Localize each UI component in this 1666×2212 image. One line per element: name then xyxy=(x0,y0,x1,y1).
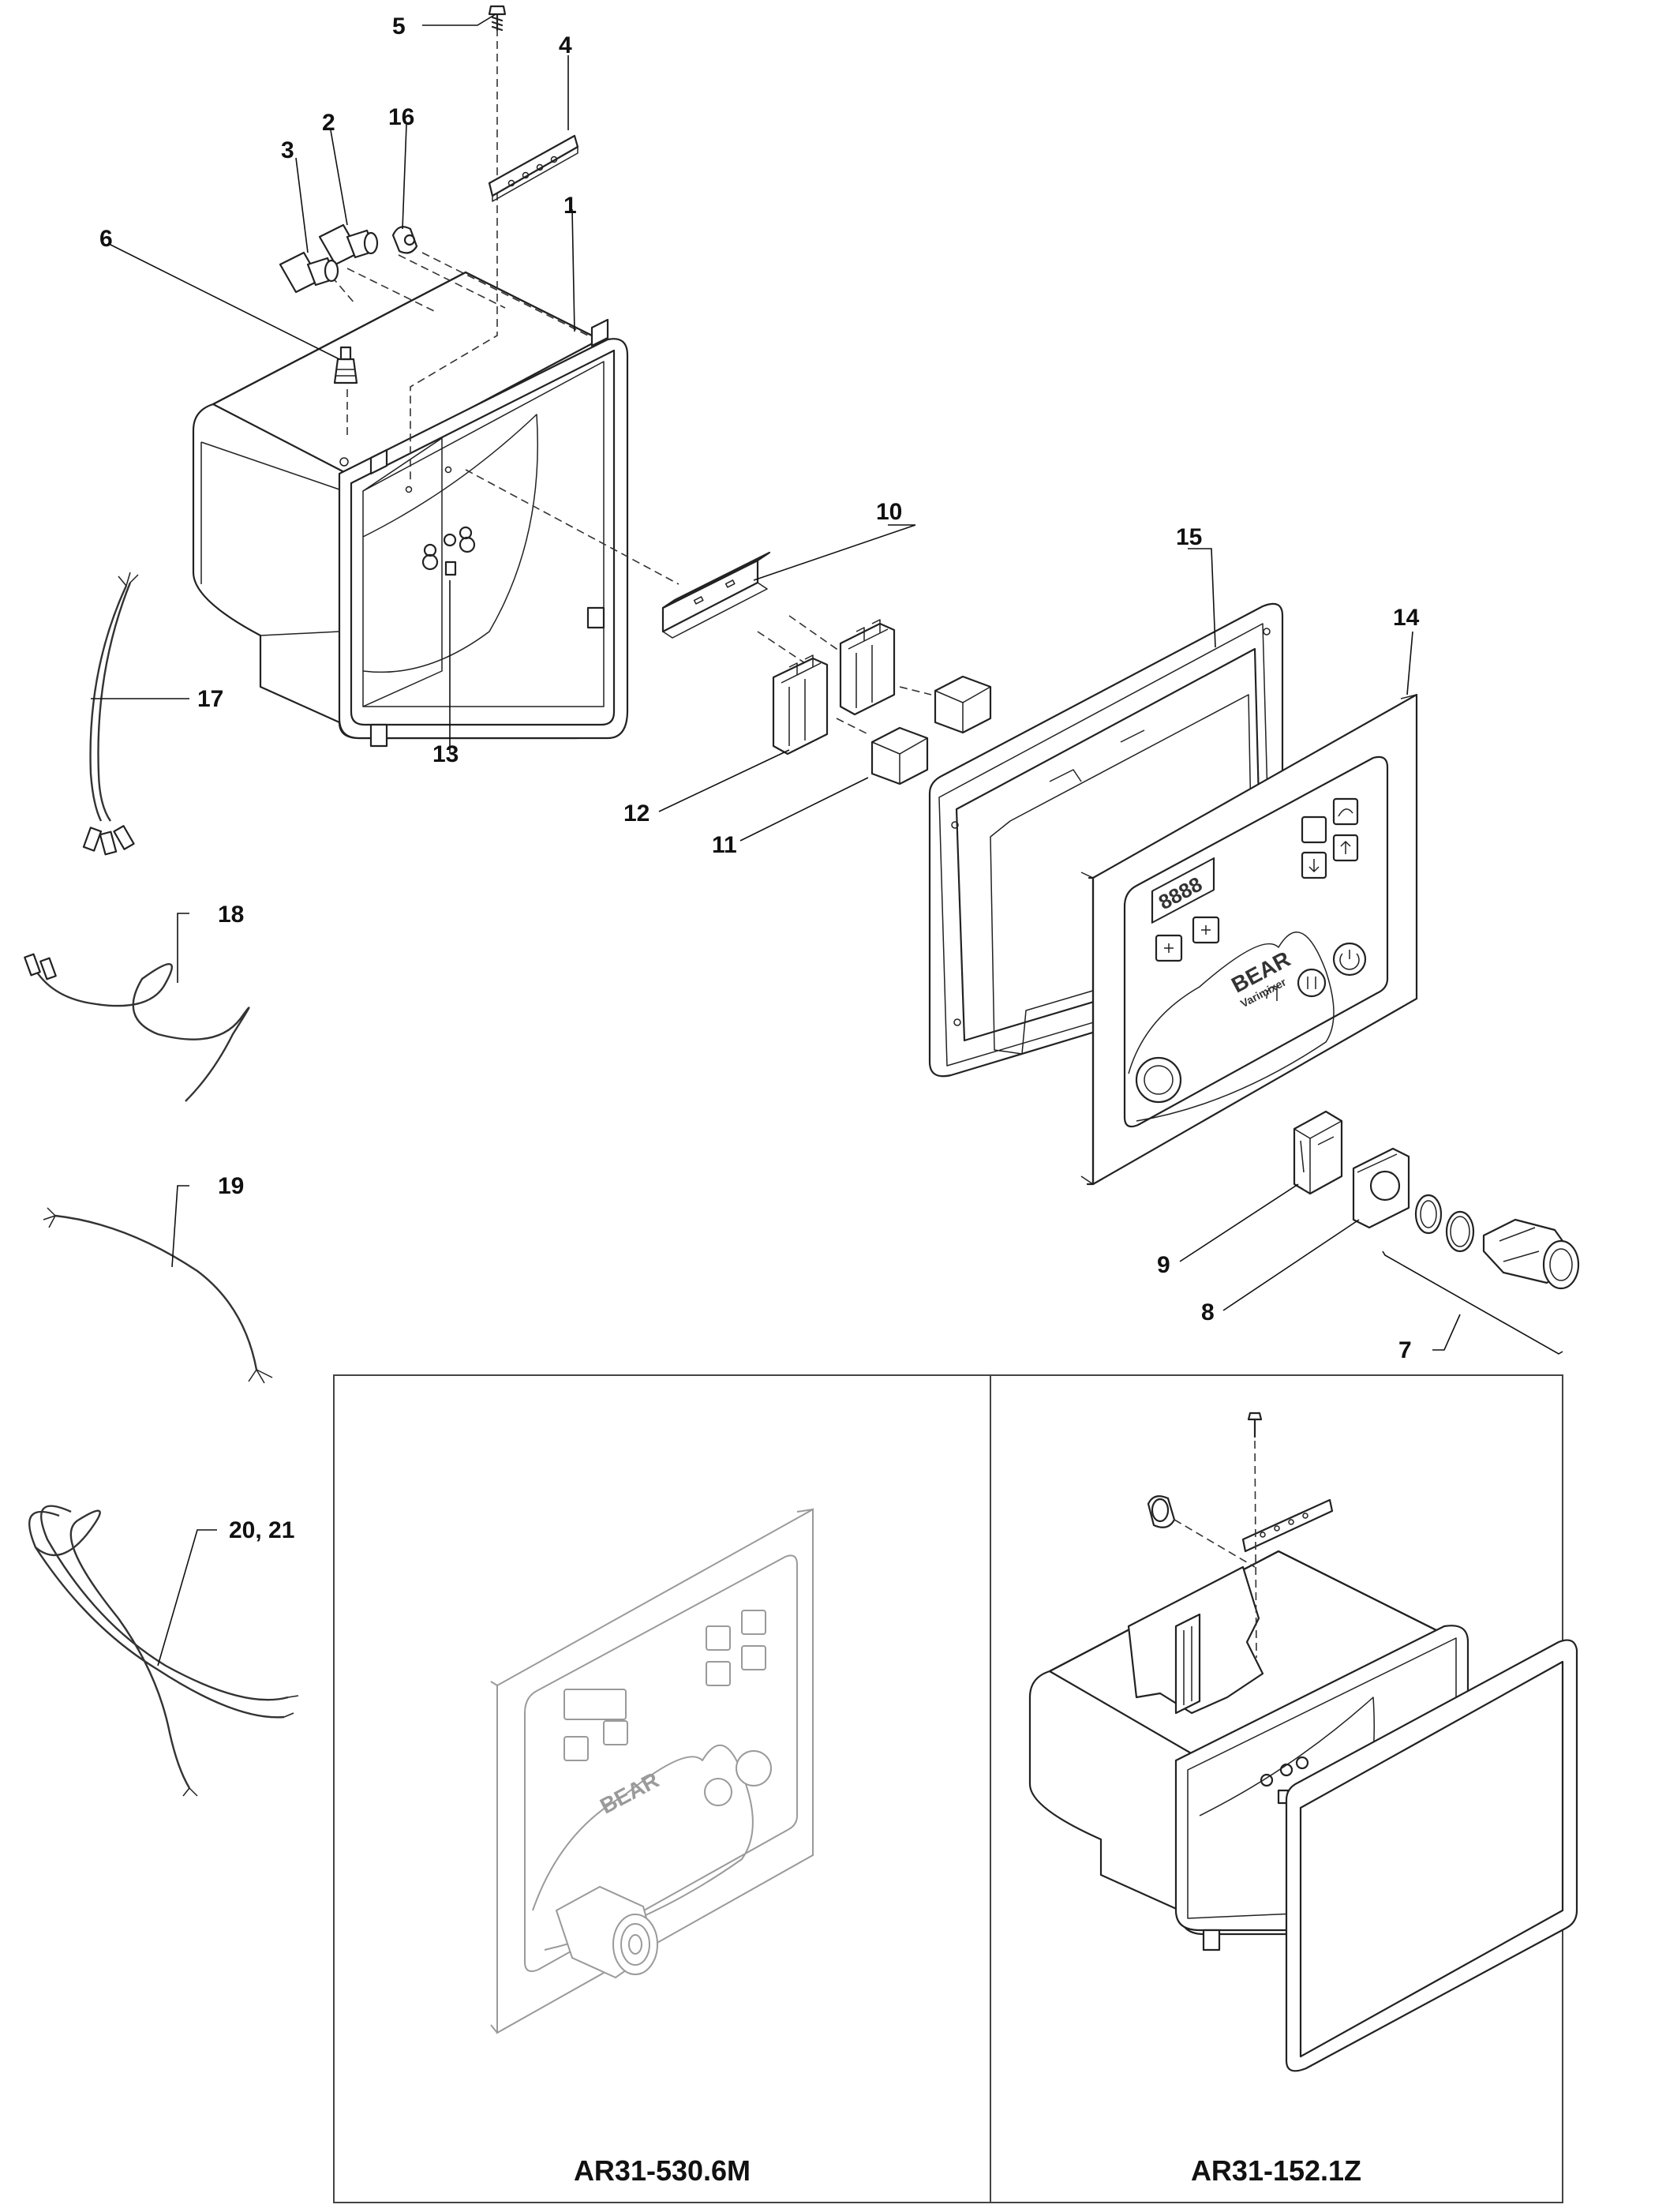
plug-part-16 xyxy=(391,226,418,254)
callout-labels: 5 4 2 16 3 1 6 10 15 14 17 13 12 11 18 1… xyxy=(99,13,1420,1543)
callout-11: 11 xyxy=(712,832,737,858)
callout-1: 1 xyxy=(563,193,577,219)
wire-harness-part-19 xyxy=(43,1207,273,1384)
callout-6: 6 xyxy=(99,226,113,252)
front-panel-part-14: 8888 BEAR Varimixer xyxy=(1080,693,1418,1186)
callout-4: 4 xyxy=(559,32,572,58)
callout-12: 12 xyxy=(623,800,650,827)
cable-gland-part-3 xyxy=(279,251,339,294)
callout-9: 9 xyxy=(1157,1252,1170,1278)
caption-ar31-530-6m: AR31-530.6M xyxy=(574,2154,751,2187)
callout-10: 10 xyxy=(876,499,902,525)
din-rail-part-10 xyxy=(661,551,771,639)
stud-part-6 xyxy=(333,346,358,384)
callout-18: 18 xyxy=(218,902,244,928)
leader-lines xyxy=(91,13,1461,1666)
cable-gland-part-2 xyxy=(318,223,379,266)
wire-harness-part-17 xyxy=(82,572,139,856)
wire-harness-part-20-21 xyxy=(28,1505,299,1797)
callout-3: 3 xyxy=(281,137,294,163)
callout-17: 17 xyxy=(197,686,223,712)
callout-19: 19 xyxy=(218,1173,244,1199)
caption-ar31-152-1z: AR31-152.1Z xyxy=(1191,2154,1361,2187)
callout-7: 7 xyxy=(1398,1337,1412,1363)
callout-15: 15 xyxy=(1176,524,1202,550)
variant-box-with-gasket xyxy=(1028,1412,1578,2072)
enclosure-box xyxy=(192,271,629,748)
contact-block-part-9 xyxy=(1293,1110,1343,1195)
terminal-strip-part-4 xyxy=(488,134,579,202)
callout-20-21: 20, 21 xyxy=(229,1517,294,1543)
callout-14: 14 xyxy=(1393,605,1420,631)
screw-part-5 xyxy=(488,5,507,32)
callout-5: 5 xyxy=(392,13,406,39)
relay-part-11 xyxy=(836,675,992,785)
wire-harness-part-18 xyxy=(24,953,250,1102)
emergency-stop-part-7 xyxy=(1382,1194,1580,1355)
mounting-adapter-part-8 xyxy=(1352,1147,1410,1229)
callout-2: 2 xyxy=(322,110,335,136)
relay-socket-part-12 xyxy=(772,619,896,755)
callout-8: 8 xyxy=(1201,1299,1215,1325)
variant-panel-with-estop: BEAR xyxy=(490,1508,814,2034)
callout-16: 16 xyxy=(388,104,414,130)
callout-13: 13 xyxy=(432,741,459,767)
assembly-lines xyxy=(331,16,869,680)
